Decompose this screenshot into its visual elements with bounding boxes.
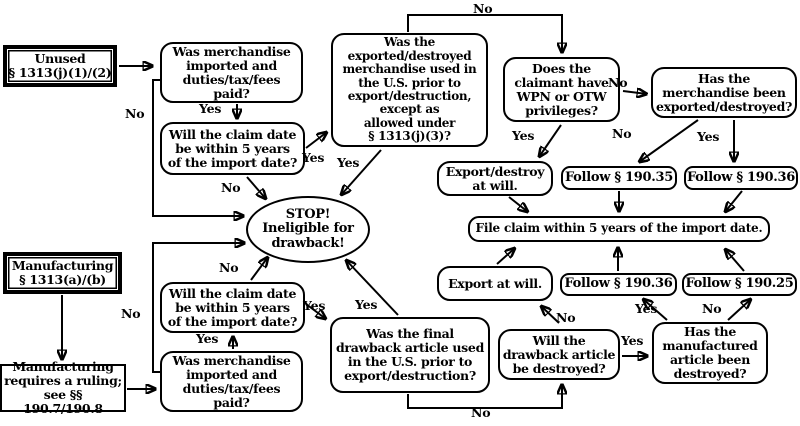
node-final-article-used: Was the final drawback article used in t… <box>330 317 490 393</box>
label-exportedused-no: No <box>473 1 493 16</box>
node-follow-190-35: Follow § 190.35 <box>561 166 677 190</box>
edge-exportedused-no-wpnotw <box>407 14 562 53</box>
edge-finalarticle-no-drawbackdestroyed <box>407 384 562 409</box>
label-wpnotw-no: No <box>608 75 628 90</box>
label-claimdatebot-no: No <box>219 260 239 275</box>
label-wpnotw-yes: Yes <box>512 128 535 143</box>
label-claimdatebot-yes: Yes <box>303 298 326 313</box>
node-export-will: Export at will. <box>437 266 553 301</box>
node-file-claim: File claim within 5 years of the import … <box>468 216 770 242</box>
node-manufactured-destroyed: Has the manufactured article been destro… <box>652 322 768 384</box>
edge-wpnotw-no-merchexported <box>622 91 647 94</box>
edge-wpnotw-yes-exportdestroy <box>539 124 562 157</box>
edge-manufactured-no-follow19025 <box>727 299 751 321</box>
node-wpn-otw: Does the claimant have WPN or OTW privil… <box>503 57 620 122</box>
node-merch-exported: Has the merchandise been exported/destro… <box>651 67 797 118</box>
label-claimdatetop-no: No <box>221 180 241 195</box>
node-start-unused: Unused § 1313(j)(1)/(2) <box>3 45 117 87</box>
edge-follow19036top-fileclaim <box>725 190 743 212</box>
label-merchbot-no: No <box>121 306 141 321</box>
label-exportedused-yes: Yes <box>337 155 360 170</box>
node-claim-date-top: Will the claim date be within 5 years of… <box>160 122 305 175</box>
node-drawback-destroyed: Will the drawback article be destroyed? <box>498 329 620 380</box>
node-follow-190-25: Follow § 190.25 <box>682 273 797 296</box>
edge-drawbackdestroyed-no-exportwill <box>541 306 560 324</box>
edge-exportdestroy-fileclaim <box>508 196 528 212</box>
node-follow-190-36-bottom: Follow § 190.36 <box>560 273 677 296</box>
label-claimdatetop-yes: Yes <box>302 150 325 165</box>
edge-merchexported-no-follow19035 <box>639 119 699 162</box>
edge-claimdatebot-no-stop <box>250 257 268 281</box>
label-manufactured-no: No <box>702 301 722 316</box>
edge-claimdatetop-no-stop <box>246 176 266 199</box>
node-follow-190-36-top: Follow § 190.36 <box>684 166 798 190</box>
node-start-manufacturing: Manufacturing § 1313(a)/(b) <box>3 252 122 294</box>
node-merch-imported-top: Was merchandise imported and duties/tax/… <box>160 42 303 103</box>
edge-exportedused-yes-stop <box>341 149 382 195</box>
label-finalarticle-no: No <box>471 405 491 420</box>
label-manufactured-yes: Yes <box>635 301 658 316</box>
label-drawbackdestroyed-yes: Yes <box>621 333 644 348</box>
node-claim-date-bottom: Will the claim date be within 5 years of… <box>160 282 305 333</box>
node-exported-used: Was the exported/destroyed merchandise u… <box>331 33 488 147</box>
label-merchtop-yes: Yes <box>199 101 222 116</box>
label-finalarticle-yes: Yes <box>355 297 378 312</box>
node-merch-imported-bottom: Was merchandise imported and duties/tax/… <box>160 351 303 412</box>
label-merchtop-no: No <box>125 106 145 121</box>
edge-exportwill-fileclaim <box>496 248 515 265</box>
label-merchexported-yes: Yes <box>697 129 720 144</box>
label-merchbot-yes: Yes <box>196 331 219 346</box>
edge-claimdatebot-yes-finalarticle <box>305 303 326 319</box>
edge-merchbot-no-stop <box>152 243 245 373</box>
edge-follow19025-fileclaim <box>725 249 745 272</box>
edge-manufactured-yes-follow19036 <box>643 299 668 321</box>
label-drawbackdestroyed-no: No <box>556 310 576 325</box>
edge-merchtop-no-stop <box>152 79 244 216</box>
label-merchexported-no: No <box>612 126 632 141</box>
node-export-destroy-will: Export/destroy at will. <box>437 161 553 196</box>
node-ruling-note: Manufacturing requires a ruling; see §§ … <box>0 360 126 416</box>
edge-finalarticle-yes-stop <box>346 260 399 316</box>
edge-claimdatetop-yes-exportedused <box>305 132 327 149</box>
node-stop: STOP! Ineligible for drawback! <box>246 196 370 263</box>
